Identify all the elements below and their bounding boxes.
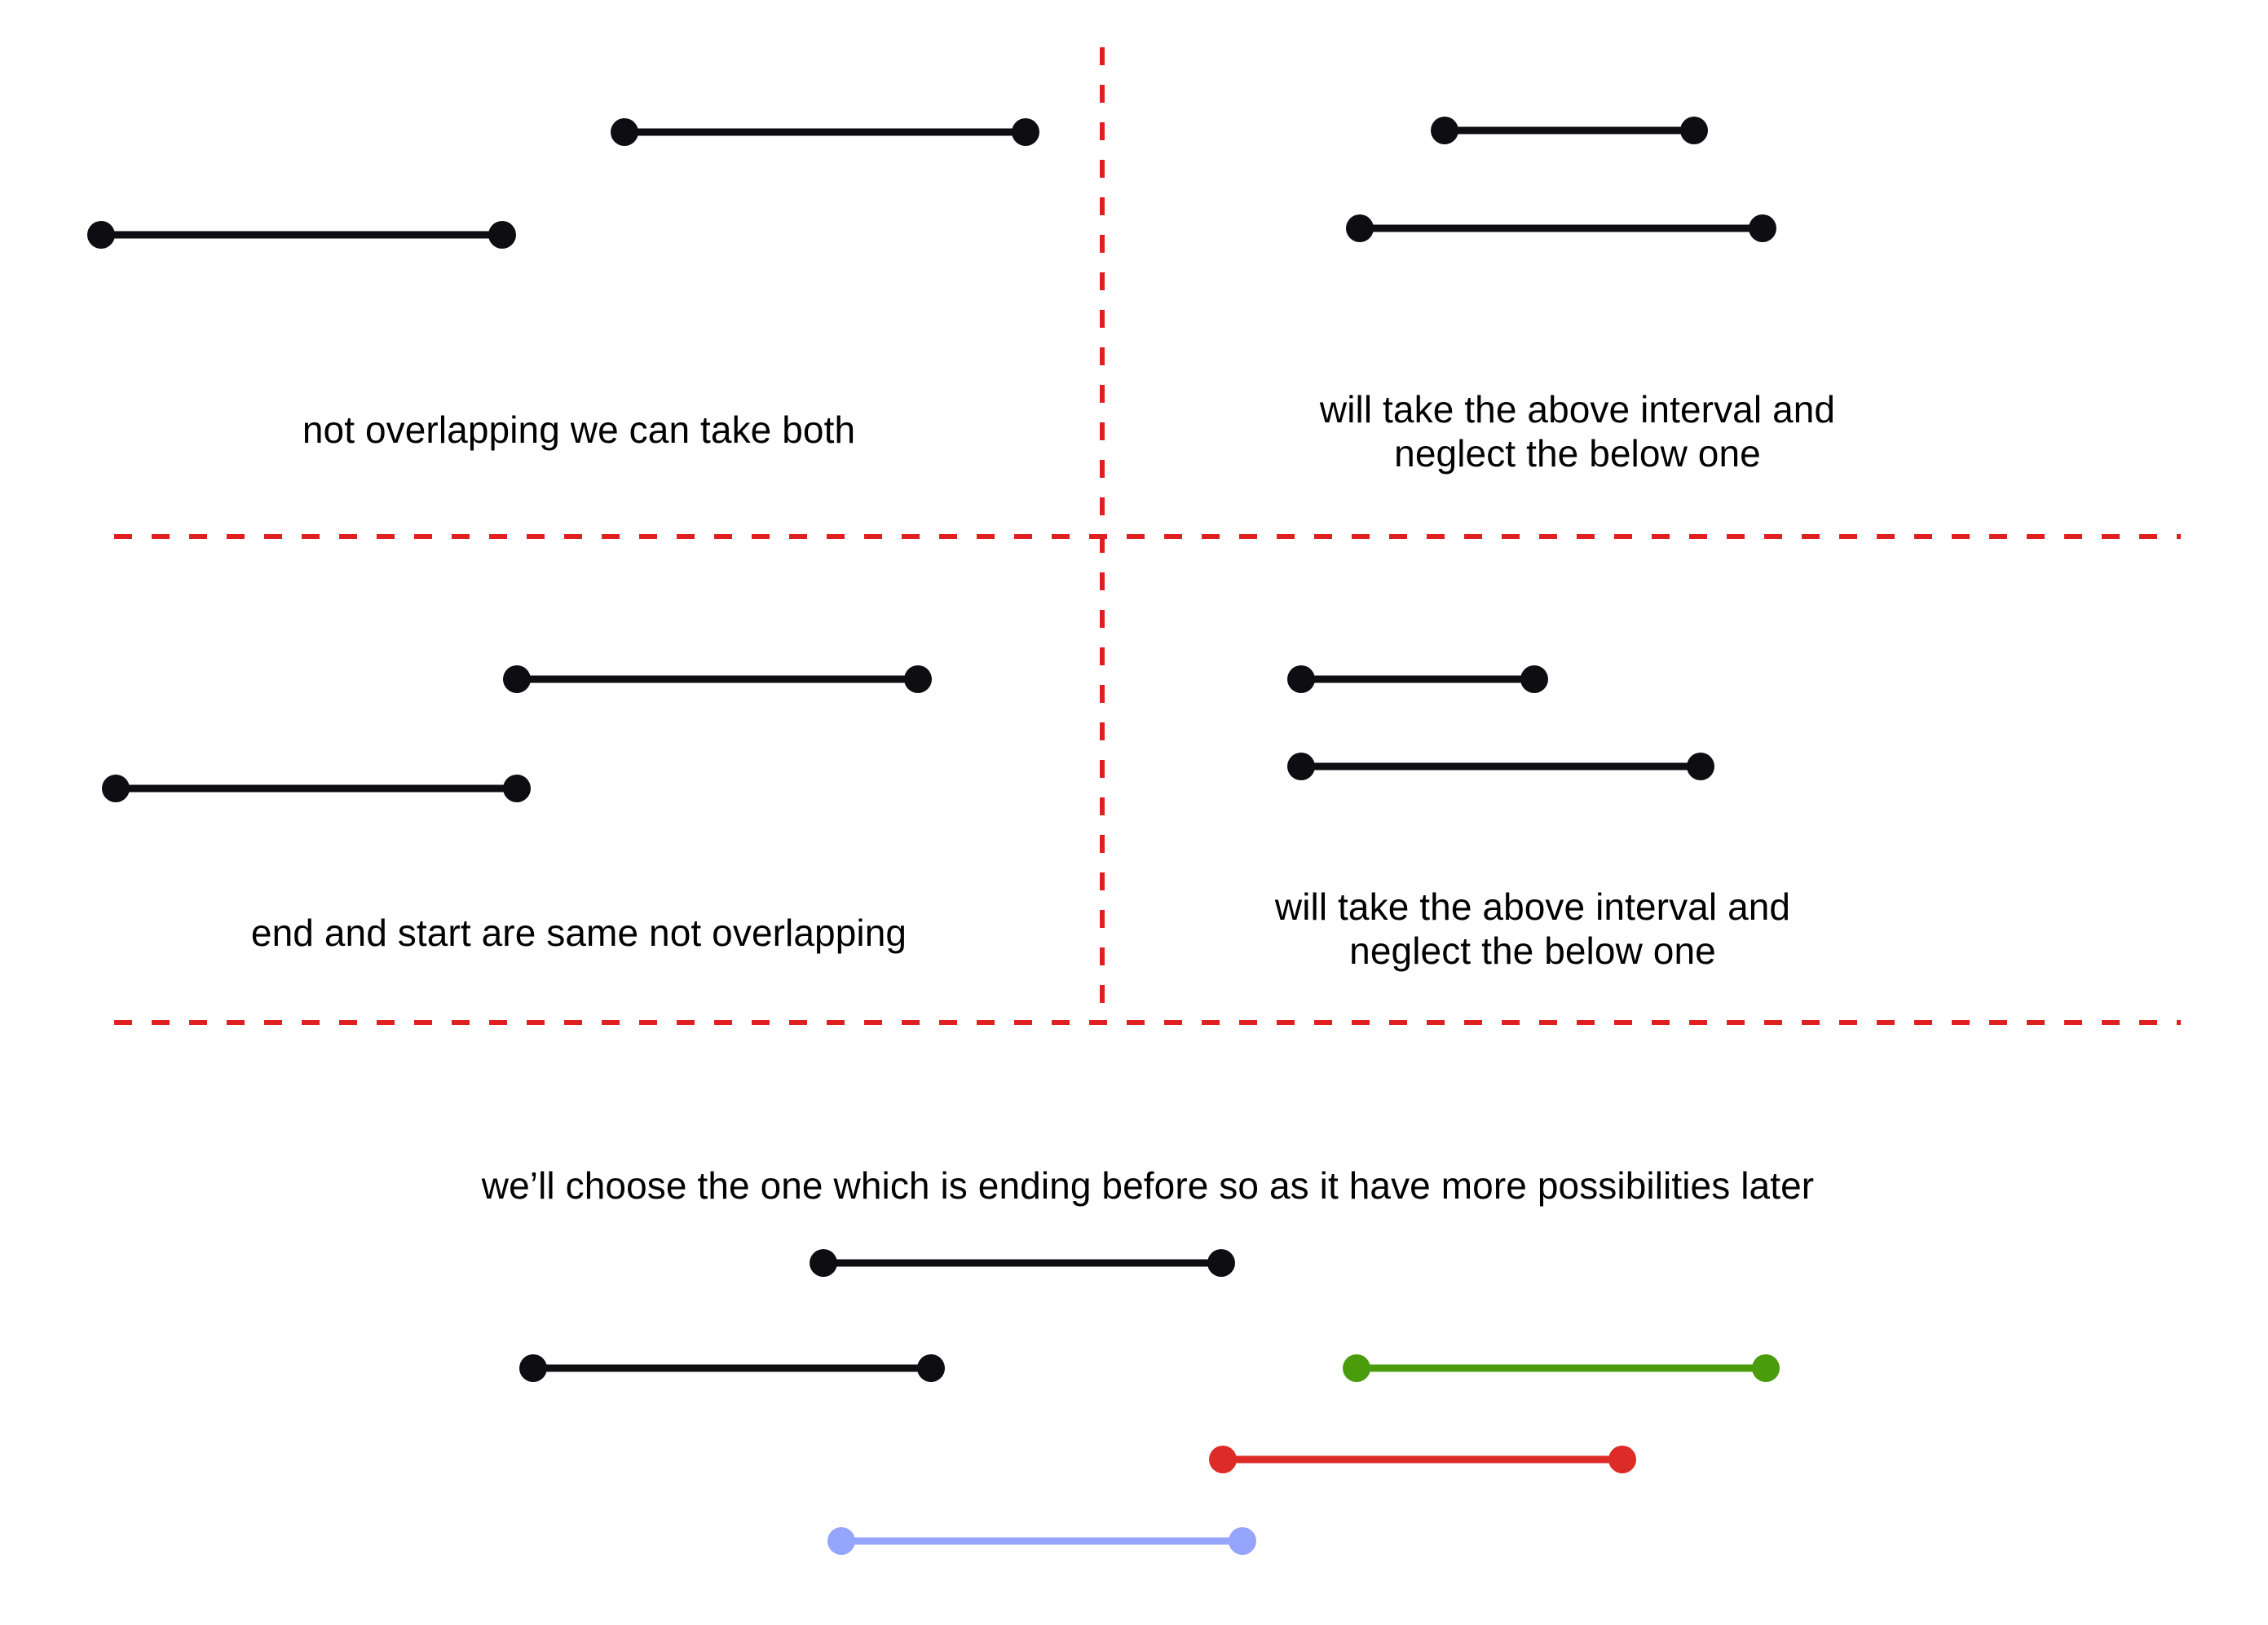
interval-start-dot	[1343, 1354, 1370, 1382]
bottom-left-upper-interval	[503, 665, 932, 693]
interval-end-dot	[1687, 753, 1714, 780]
top-right-upper-interval	[1431, 117, 1708, 144]
caption-bottom-left: end and start are same not overlapping	[250, 912, 907, 954]
caption-top-left: not overlapping we can take both	[302, 408, 856, 451]
bottom-blue-interval	[827, 1527, 1256, 1555]
top-left-lower-interval	[87, 221, 516, 249]
caption-bottom-right: will take the above interval and neglect…	[1274, 885, 1791, 973]
interval-start-dot	[827, 1527, 855, 1555]
divider-group	[114, 47, 2181, 1025]
interval-start-dot	[1209, 1446, 1237, 1473]
bottom-black-interval-upper	[810, 1249, 1235, 1277]
interval-end-dot	[1520, 665, 1548, 693]
interval-end-dot	[1749, 214, 1776, 242]
interval-start-dot	[503, 665, 531, 693]
interval-end-dot	[1680, 117, 1708, 144]
bottom-right-lower-interval	[1287, 753, 1714, 780]
interval-segments-group	[87, 117, 1780, 1555]
interval-end-dot	[904, 665, 932, 693]
interval-start-dot	[1287, 665, 1315, 693]
interval-end-dot	[503, 775, 531, 802]
interval-end-dot	[917, 1354, 945, 1382]
interval-end-dot	[1207, 1249, 1235, 1277]
interval-start-dot	[810, 1249, 837, 1277]
interval-start-dot	[1346, 214, 1374, 242]
caption-top-right: will take the above interval and neglect…	[1319, 388, 1836, 475]
interval-end-dot	[1012, 118, 1039, 146]
interval-start-dot	[1431, 117, 1458, 144]
bottom-green-interval	[1343, 1354, 1780, 1382]
interval-start-dot	[102, 775, 130, 802]
bottom-left-lower-interval	[102, 775, 531, 802]
bottom-red-interval	[1209, 1446, 1636, 1473]
interval-start-dot	[611, 118, 638, 146]
interval-start-dot	[1287, 753, 1315, 780]
interval-end-dot	[1229, 1527, 1256, 1555]
interval-start-dot	[519, 1354, 547, 1382]
top-right-lower-interval	[1346, 214, 1776, 242]
interval-end-dot	[1608, 1446, 1636, 1473]
caption-bottom-section: we’ll choose the one which is ending bef…	[481, 1164, 1815, 1207]
interval-start-dot	[87, 221, 115, 249]
bottom-right-upper-interval	[1287, 665, 1548, 693]
bottom-black-interval-lower	[519, 1354, 945, 1382]
interval-end-dot	[488, 221, 516, 249]
interval-end-dot	[1752, 1354, 1780, 1382]
top-left-upper-interval	[611, 118, 1039, 146]
